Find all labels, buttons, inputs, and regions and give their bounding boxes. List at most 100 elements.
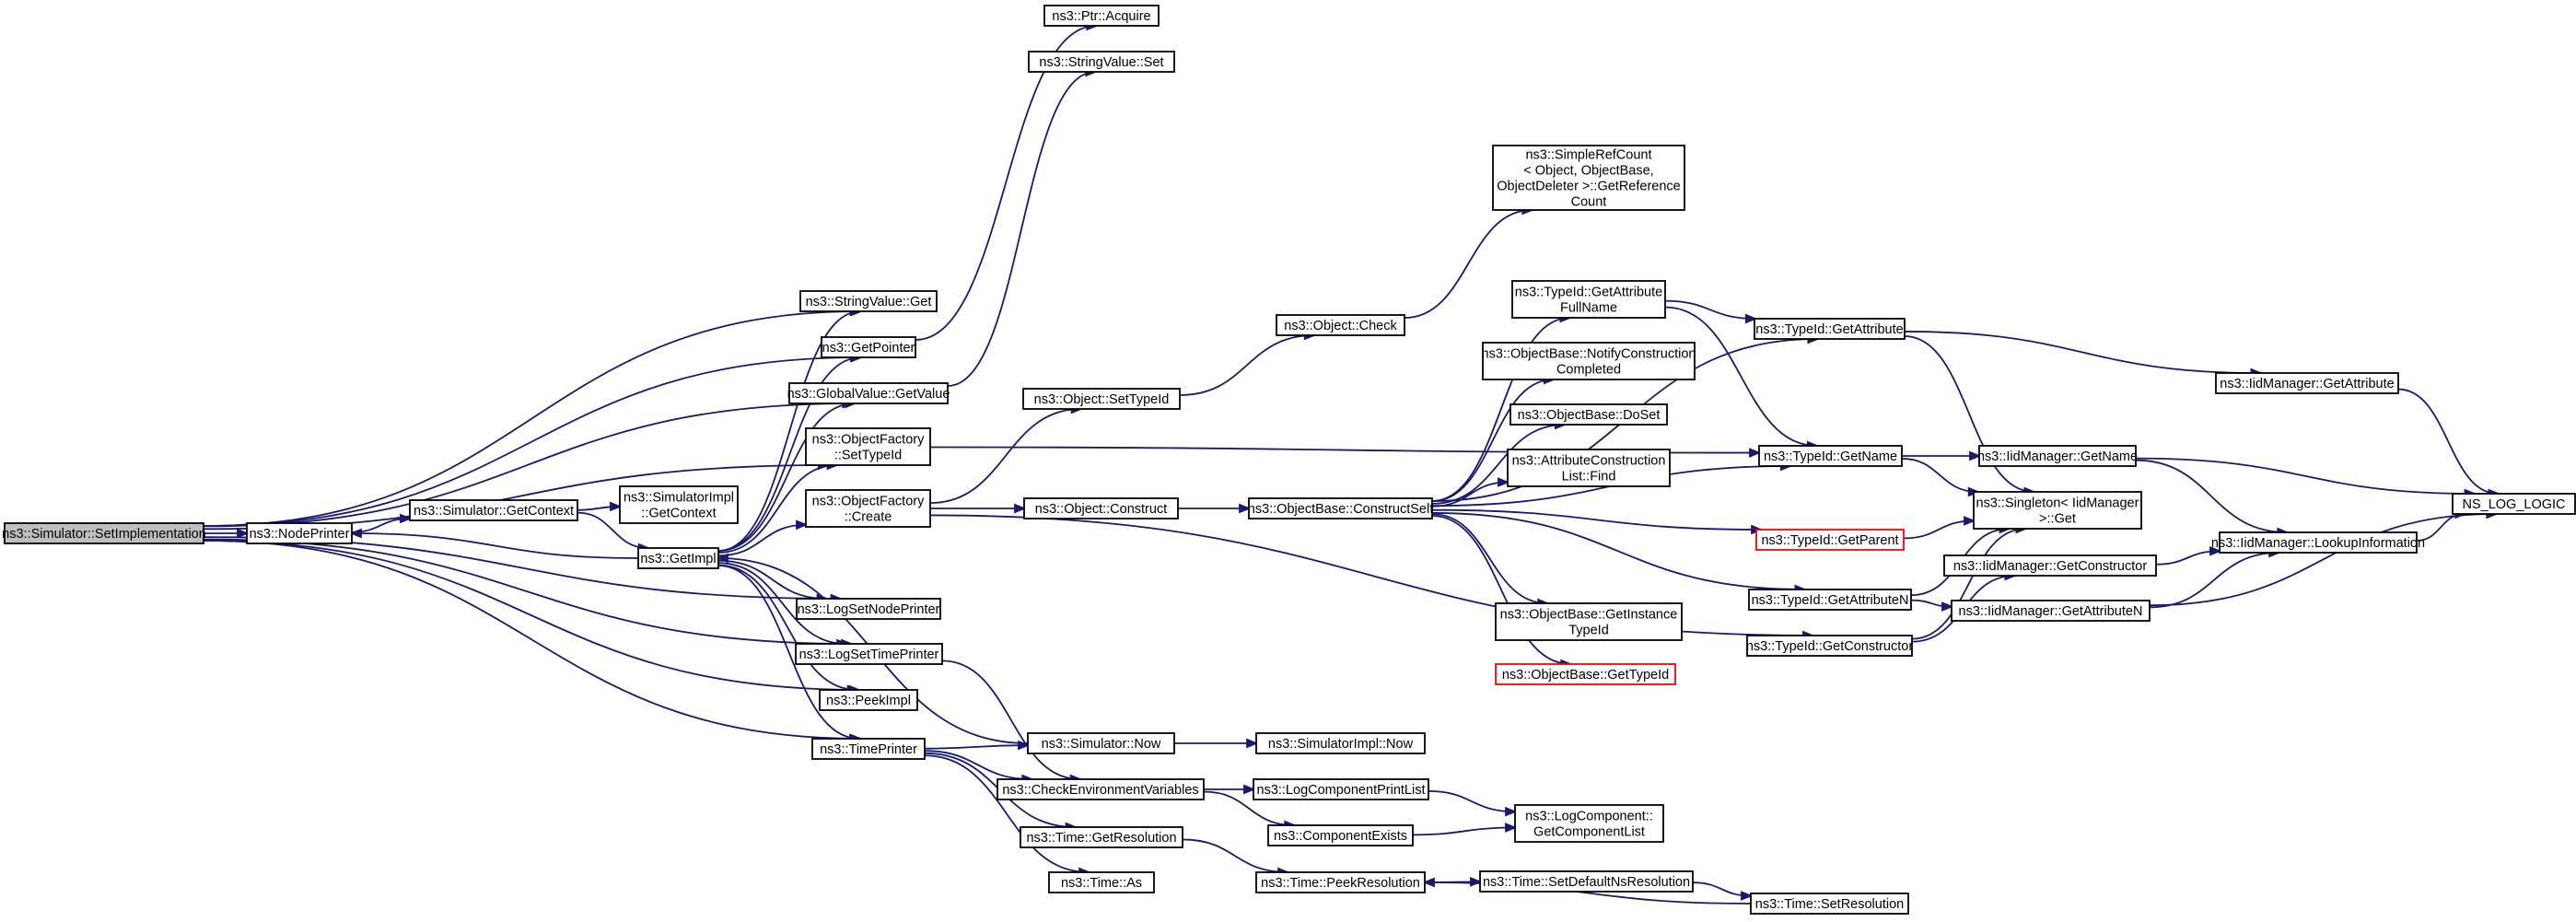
node-ob-gettypeid[interactable]: ns3::ObjectBase::GetTypeId bbox=[1495, 663, 1676, 685]
node-label: ns3::PeekImpl bbox=[826, 694, 911, 708]
node-typeid-getname[interactable]: ns3::TypeId::GetName bbox=[1758, 445, 1903, 467]
node-box bbox=[1276, 314, 1405, 336]
node-simimpl-now[interactable]: ns3::SimulatorImpl::Now bbox=[1255, 732, 1426, 754]
edge-typeid_getname-to-singleton_get bbox=[1901, 458, 1981, 497]
node-box bbox=[788, 382, 949, 404]
node-object-construct[interactable]: ns3::Object::Construct bbox=[1023, 497, 1179, 519]
edge-line bbox=[1904, 331, 2261, 374]
edge-line bbox=[1431, 317, 1570, 502]
edge-globalvalue_getvalue-to-stringvalue_set bbox=[947, 66, 1098, 387]
node-peekimpl[interactable]: ns3::PeekImpl bbox=[819, 689, 918, 711]
node-label: ns3::TypeId::GetAttribute bbox=[1755, 322, 1903, 337]
node-of-create[interactable]: ns3::ObjectFactory::Create bbox=[805, 489, 931, 528]
arrowhead-icon bbox=[1014, 503, 1027, 514]
node-label: List::Find bbox=[1562, 470, 1616, 484]
edge-typeid_getconstructor-to-singleton_get bbox=[1911, 523, 2028, 640]
node-iid-getname[interactable]: ns3::IidManager::GetName bbox=[1977, 445, 2138, 467]
edge-iid_getname-to-iid_lookupinformation bbox=[2135, 459, 2290, 538]
node-time-getresolution[interactable]: ns3::Time::GetResolution bbox=[1020, 826, 1183, 848]
node-sim-now[interactable]: ns3::Simulator::Now bbox=[1027, 732, 1175, 754]
node-label: ns3::Simulator::SetImplementation bbox=[2, 527, 206, 542]
node-ob-doset[interactable]: ns3::ObjectBase::DoSet bbox=[1509, 403, 1668, 426]
node-label: ns3::TypeId::GetAttribute bbox=[1515, 286, 1662, 300]
arrowhead-icon bbox=[237, 528, 250, 539]
node-box bbox=[1492, 145, 1685, 211]
node-logsettimeprinter[interactable]: ns3::LogSetTimePrinter bbox=[795, 643, 943, 665]
node-box bbox=[795, 643, 943, 665]
node-time-as[interactable]: ns3::Time::As bbox=[1048, 871, 1155, 893]
node-time-setdefaultnsresolution[interactable]: ns3::Time::SetDefaultNsResolution bbox=[1479, 870, 1694, 893]
node-logcomponentprintlist[interactable]: ns3::LogComponentPrintList bbox=[1253, 778, 1429, 800]
node-label: ns3::Time::SetResolution bbox=[1755, 897, 1904, 912]
node-ob-constructself[interactable]: ns3::ObjectBase::ConstructSelf bbox=[1248, 497, 1434, 519]
node-singleton-get[interactable]: ns3::Singleton< IidManager>::Get bbox=[1973, 491, 2142, 530]
node-iid-lookupinformation[interactable]: ns3::IidManager::LookupInformation bbox=[2211, 531, 2425, 554]
node-iid-getattributen[interactable]: ns3::IidManager::GetAttributeN bbox=[1951, 600, 2151, 622]
node-time-setresolution[interactable]: ns3::Time::SetResolution bbox=[1750, 893, 1909, 915]
node-ns-log-logic[interactable]: NS_LOG_LOGIC bbox=[2452, 493, 2576, 515]
arrowhead-icon bbox=[1744, 313, 1758, 324]
edge-line bbox=[2397, 388, 2499, 495]
node-box bbox=[1495, 663, 1676, 685]
arrowhead-icon bbox=[1505, 823, 1518, 833]
edge-line bbox=[1904, 335, 2034, 493]
node-of-settypeid[interactable]: ns3::ObjectFactory::SetTypeId bbox=[805, 427, 931, 466]
node-label: ns3::NodePrinter bbox=[250, 527, 350, 542]
node-getpointer[interactable]: ns3::GetPointer bbox=[821, 336, 916, 358]
node-logcomponent-getcomponentlist[interactable]: ns3::LogComponent::GetComponentList bbox=[1514, 804, 1664, 843]
edge-line bbox=[924, 744, 1029, 750]
node-box bbox=[1750, 893, 1909, 915]
edge-line bbox=[203, 540, 861, 740]
node-checkenv[interactable]: ns3::CheckEnvironmentVariables bbox=[997, 778, 1205, 800]
node-box bbox=[819, 689, 918, 711]
node-box bbox=[1248, 497, 1433, 519]
node-simimpl-getcontext[interactable]: ns3::SimulatorImpl::GetContext bbox=[619, 485, 739, 524]
node-stringvalue-set[interactable]: ns3::StringValue::Set bbox=[1028, 51, 1175, 73]
node-iid-getconstructor[interactable]: ns3::IidManager::GetConstructor bbox=[1943, 554, 2157, 577]
node-label: ns3::SimulatorImpl bbox=[624, 491, 734, 506]
node-label: ns3::Time::SetDefaultNsResolution bbox=[1483, 875, 1690, 890]
node-box bbox=[1023, 497, 1179, 519]
node-box bbox=[997, 778, 1205, 800]
edge-line bbox=[1428, 789, 1516, 813]
node-box bbox=[796, 598, 941, 620]
node-componentexists[interactable]: ns3::ComponentExists bbox=[1267, 824, 1414, 846]
node-sim-getcontext[interactable]: ns3::Simulator::GetContext bbox=[409, 499, 578, 521]
node-box bbox=[799, 290, 938, 312]
edge-line bbox=[2149, 513, 2497, 607]
node-typeid-getattribute[interactable]: ns3::TypeId::GetAttribute bbox=[1754, 318, 1906, 340]
node-timeprinter[interactable]: ns3::TimePrinter bbox=[811, 738, 926, 760]
node-box bbox=[2215, 372, 2399, 394]
node-simplerefcount[interactable]: ns3::SimpleRefCount< Object, ObjectBase,… bbox=[1492, 145, 1685, 211]
node-object-check[interactable]: ns3::Object::Check bbox=[1276, 314, 1405, 336]
arrowhead-icon bbox=[1964, 516, 1976, 526]
node-typeid-getconstructor[interactable]: ns3::TypeId::GetConstructor bbox=[1746, 635, 1914, 657]
node-typeid-getattributen[interactable]: ns3::TypeId::GetAttributeN bbox=[1748, 589, 1912, 611]
edge-line bbox=[1182, 838, 1288, 873]
edge-timeprinter-to-time_as bbox=[924, 754, 1091, 878]
node-nodeprinter[interactable]: ns3::NodePrinter bbox=[246, 522, 353, 544]
node-ob-notifyconstructioncompleted[interactable]: ns3::ObjectBase::NotifyConstructionCompl… bbox=[1482, 342, 1696, 380]
node-ptr-acquire[interactable]: ns3::Ptr::Acquire bbox=[1043, 5, 1160, 27]
node-typeid-getparent[interactable]: ns3::TypeId::GetParent bbox=[1755, 529, 1905, 551]
arrowhead-icon bbox=[796, 519, 809, 531]
arrowhead-icon bbox=[1498, 477, 1510, 487]
arrowhead-icon bbox=[716, 553, 729, 564]
node-globalvalue-getvalue[interactable]: ns3::GlobalValue::GetValue bbox=[787, 382, 950, 404]
node-box bbox=[1509, 403, 1668, 426]
edge-getimpl-to-globalvalue_getvalue bbox=[717, 398, 857, 552]
edge-line bbox=[1203, 790, 1295, 826]
node-logsetnodeprinter[interactable]: ns3::LogSetNodePrinter bbox=[796, 598, 941, 620]
arrowhead-icon bbox=[1246, 738, 1259, 749]
node-getimpl[interactable]: ns3::GetImpl bbox=[637, 547, 719, 569]
node-stringvalue-get[interactable]: ns3::StringValue::Get bbox=[799, 290, 938, 312]
node-object-settypeid[interactable]: ns3::Object::SetTypeId bbox=[1022, 388, 1181, 410]
node-iid-getattribute[interactable]: ns3::IidManager::GetAttribute bbox=[2215, 372, 2399, 394]
node-time-peekresolution[interactable]: ns3::Time::PeekResolution bbox=[1255, 871, 1426, 893]
node-label: ns3::ObjectFactory bbox=[812, 495, 925, 509]
edge-line bbox=[203, 538, 852, 645]
node-box bbox=[1973, 491, 2142, 530]
